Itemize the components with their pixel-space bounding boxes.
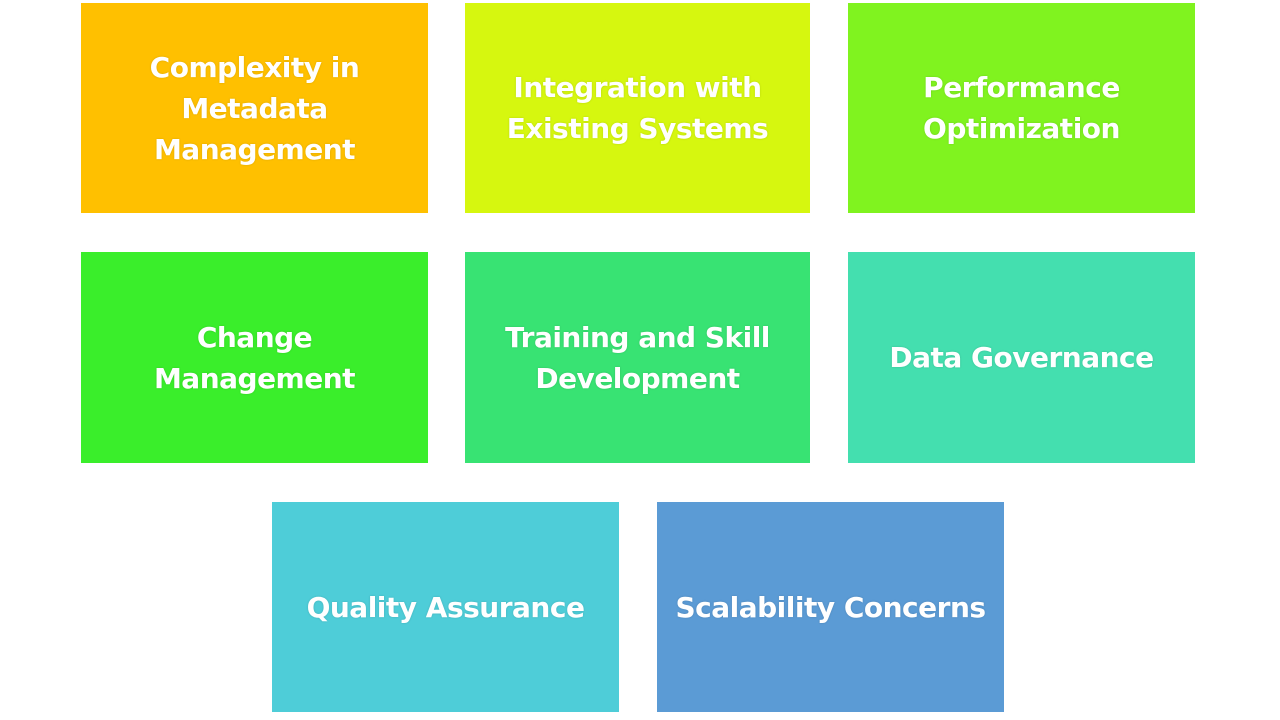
box-label: Scalability Concerns xyxy=(675,590,986,624)
box-label: Data Governance xyxy=(889,341,1154,374)
box-label: Complexity in Metadata Management xyxy=(149,50,360,166)
box-scalability-concerns: Scalability Concerns xyxy=(657,502,1004,712)
box-label: Performance Optimization xyxy=(923,71,1120,145)
box-label: Integration with Existing Systems xyxy=(506,71,769,145)
box-quality-assurance: Quality Assurance xyxy=(272,502,619,712)
box-label: Change Management xyxy=(153,320,356,395)
box-training-skill-development: Training and Skill Development xyxy=(465,252,810,463)
box-data-governance: Data Governance xyxy=(848,252,1195,463)
box-integration-existing-systems: Integration with Existing Systems xyxy=(465,3,810,213)
box-complexity-metadata-management: Complexity in Metadata Management xyxy=(81,3,428,213)
box-change-management: Change Management xyxy=(81,252,428,463)
box-label: Training and Skill Development xyxy=(505,320,770,395)
box-label: Quality Assurance xyxy=(306,590,585,624)
box-performance-optimization: Performance Optimization xyxy=(848,3,1195,213)
